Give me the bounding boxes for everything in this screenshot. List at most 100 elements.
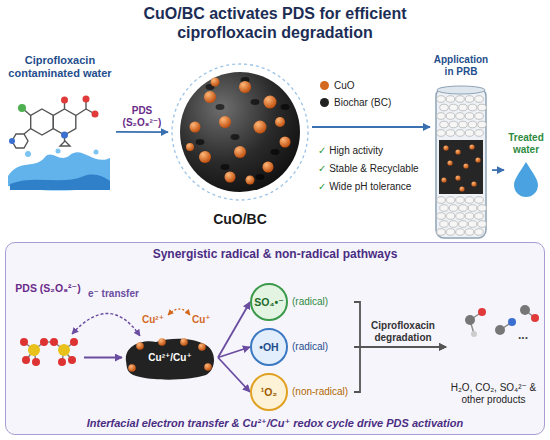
pds-molecule xyxy=(20,338,28,346)
biochar-sphere xyxy=(239,81,251,93)
node-text: Application in PRB xyxy=(432,54,490,78)
product-fragments xyxy=(465,315,475,325)
prb-column xyxy=(475,213,484,220)
edge-label: PDS (S₂O₈²⁻) xyxy=(114,105,170,129)
biochar-sphere xyxy=(190,122,201,133)
species-circle: ¹O₂ xyxy=(250,373,288,411)
product-fragments xyxy=(471,331,477,337)
pds-molecule xyxy=(70,338,78,346)
ciprofloxacin-molecule xyxy=(9,138,15,144)
prb-column xyxy=(465,113,474,120)
prb-column xyxy=(436,88,486,238)
prb-column xyxy=(465,229,474,236)
water-splash xyxy=(8,152,110,190)
prb-column xyxy=(468,121,477,128)
pds-molecule xyxy=(20,338,78,366)
biochar-blob xyxy=(204,363,212,371)
node-text: CuO/BC xyxy=(213,211,267,228)
catalyst-sphere: CuO/BC xyxy=(168,60,312,230)
product-fragments xyxy=(478,308,486,316)
prb-column xyxy=(437,86,485,94)
prb-column xyxy=(468,221,477,228)
prb-column xyxy=(465,197,474,204)
biochar-sphere xyxy=(216,104,225,110)
ciprofloxacin-molecule xyxy=(92,111,99,118)
ciprofloxacin-molecule xyxy=(61,97,68,104)
biochar-blob xyxy=(198,343,206,351)
connector-arrow xyxy=(218,347,250,358)
ion-label: Cu⁺ xyxy=(192,314,211,326)
pds-molecule xyxy=(40,338,48,346)
mechanism-panel: Synergistic radical & non-radical pathwa… xyxy=(5,242,545,435)
biochar-sphere xyxy=(275,117,285,127)
prb-column xyxy=(441,177,446,182)
biochar-sphere xyxy=(231,134,240,140)
prb-column xyxy=(478,121,487,128)
biochar-sphere xyxy=(280,137,291,148)
prb-column xyxy=(459,205,468,212)
biochar-blob xyxy=(180,338,188,346)
legend-swatch xyxy=(320,81,329,90)
prb-column xyxy=(475,130,484,137)
source-water: Ciprofloxacin contaminated water xyxy=(4,52,116,192)
prb-column xyxy=(475,96,484,103)
prb-column xyxy=(456,229,465,236)
prb-column xyxy=(437,96,446,103)
biochar-sphere xyxy=(196,139,205,145)
prb-column xyxy=(463,163,468,168)
ion-label: Cu²⁺ xyxy=(142,314,164,326)
product-fragments xyxy=(520,305,530,315)
pds-molecule xyxy=(22,356,30,364)
biochar-sphere xyxy=(199,151,211,163)
biochar-sphere xyxy=(172,64,308,200)
prb-column xyxy=(446,130,455,137)
node-text: Treated water xyxy=(506,132,546,156)
biochar-sphere xyxy=(219,116,231,128)
pds-molecule xyxy=(58,344,70,356)
node-text: Interfacial electron transfer & Cu²⁺/Cu⁺… xyxy=(87,417,464,430)
prb-column xyxy=(447,160,452,165)
biochar-sphere xyxy=(246,176,255,185)
biochar-sphere xyxy=(180,72,300,192)
pds-molecule xyxy=(58,358,66,366)
biochar-blob xyxy=(158,338,166,346)
biochar-sphere xyxy=(256,174,265,180)
ciprofloxacin-molecule xyxy=(31,109,54,135)
prb-column xyxy=(456,213,465,220)
edge-label: Ciprofloxacin degradation xyxy=(364,320,442,344)
product-fragments xyxy=(508,318,516,326)
biochar-blob xyxy=(136,342,144,350)
ciprofloxacin-molecule xyxy=(83,96,90,103)
ciprofloxacin-molecule xyxy=(53,109,76,135)
biochar-sphere xyxy=(271,149,280,155)
prb-column xyxy=(478,221,487,228)
prb-column xyxy=(471,181,476,186)
node-text: H₂O, CO₂, SO₄²⁻ & other products xyxy=(448,382,539,406)
prb-column xyxy=(440,205,449,212)
prb-column xyxy=(475,197,484,204)
ciprofloxacin-molecule xyxy=(60,141,70,146)
prb-column xyxy=(437,197,446,204)
pds-molecule xyxy=(32,358,40,366)
feature-check: ✓ Stable & Recyclable xyxy=(318,163,419,175)
prb-column xyxy=(459,121,468,128)
prb-column: Application in PRB xyxy=(430,52,492,240)
water-splash xyxy=(8,149,110,191)
prb-column xyxy=(437,113,446,120)
prb-column xyxy=(437,229,446,236)
product-fragments xyxy=(495,325,505,335)
biochar-sphere xyxy=(251,99,260,105)
legend-item: CuO xyxy=(320,80,355,91)
prb-column xyxy=(468,104,477,111)
biochar-sphere xyxy=(204,91,216,103)
prb-column xyxy=(468,205,477,212)
ellipsis: ... xyxy=(518,328,528,342)
biochar-sphere xyxy=(211,78,220,87)
node-text: (radical) xyxy=(292,341,328,353)
biochar-sphere xyxy=(168,60,312,206)
biochar-sphere xyxy=(186,143,194,151)
pds-molecule xyxy=(50,338,58,346)
biochar-sphere xyxy=(221,164,230,170)
biochar-sphere xyxy=(263,162,274,173)
prb-column xyxy=(475,157,480,162)
